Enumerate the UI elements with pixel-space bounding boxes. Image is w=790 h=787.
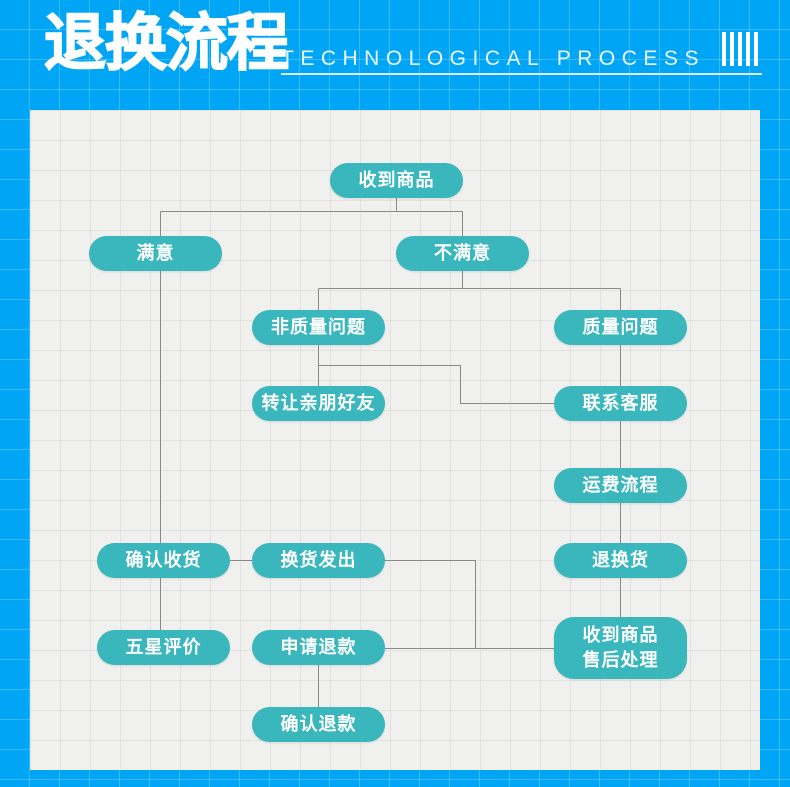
flow-node-n15[interactable]: 确认退款 — [252, 707, 385, 742]
flow-node-n8[interactable]: 运费流程 — [554, 468, 687, 503]
flow-node-n6[interactable]: 转让亲朋好友 — [252, 386, 385, 421]
flow-node-n14[interactable]: 收到商品 售后处理 — [554, 617, 687, 679]
header-stripes-icon — [722, 32, 762, 66]
title-underline — [281, 73, 762, 75]
page-subtitle: TECHNOLOGICAL PROCESS — [281, 47, 705, 70]
flow-node-n12[interactable]: 五星评价 — [97, 630, 230, 665]
page-title: 退换流程 — [43, 6, 290, 79]
flow-node-n11[interactable]: 退换货 — [554, 543, 687, 578]
flow-node-n4[interactable]: 非质量问题 — [252, 310, 385, 345]
flow-node-n10[interactable]: 换货发出 — [252, 543, 385, 578]
flow-node-n1[interactable]: 收到商品 — [330, 163, 463, 198]
flow-node-n13[interactable]: 申请退款 — [252, 630, 385, 665]
flow-node-n5[interactable]: 质量问题 — [554, 310, 687, 345]
flow-node-n9[interactable]: 确认收货 — [97, 543, 230, 578]
flow-node-n7[interactable]: 联系客服 — [554, 386, 687, 421]
flow-node-n3[interactable]: 不满意 — [396, 236, 529, 271]
flow-node-n2[interactable]: 满意 — [89, 236, 222, 271]
header-banner: 退换流程 TECHNOLOGICAL PROCESS — [0, 0, 790, 100]
